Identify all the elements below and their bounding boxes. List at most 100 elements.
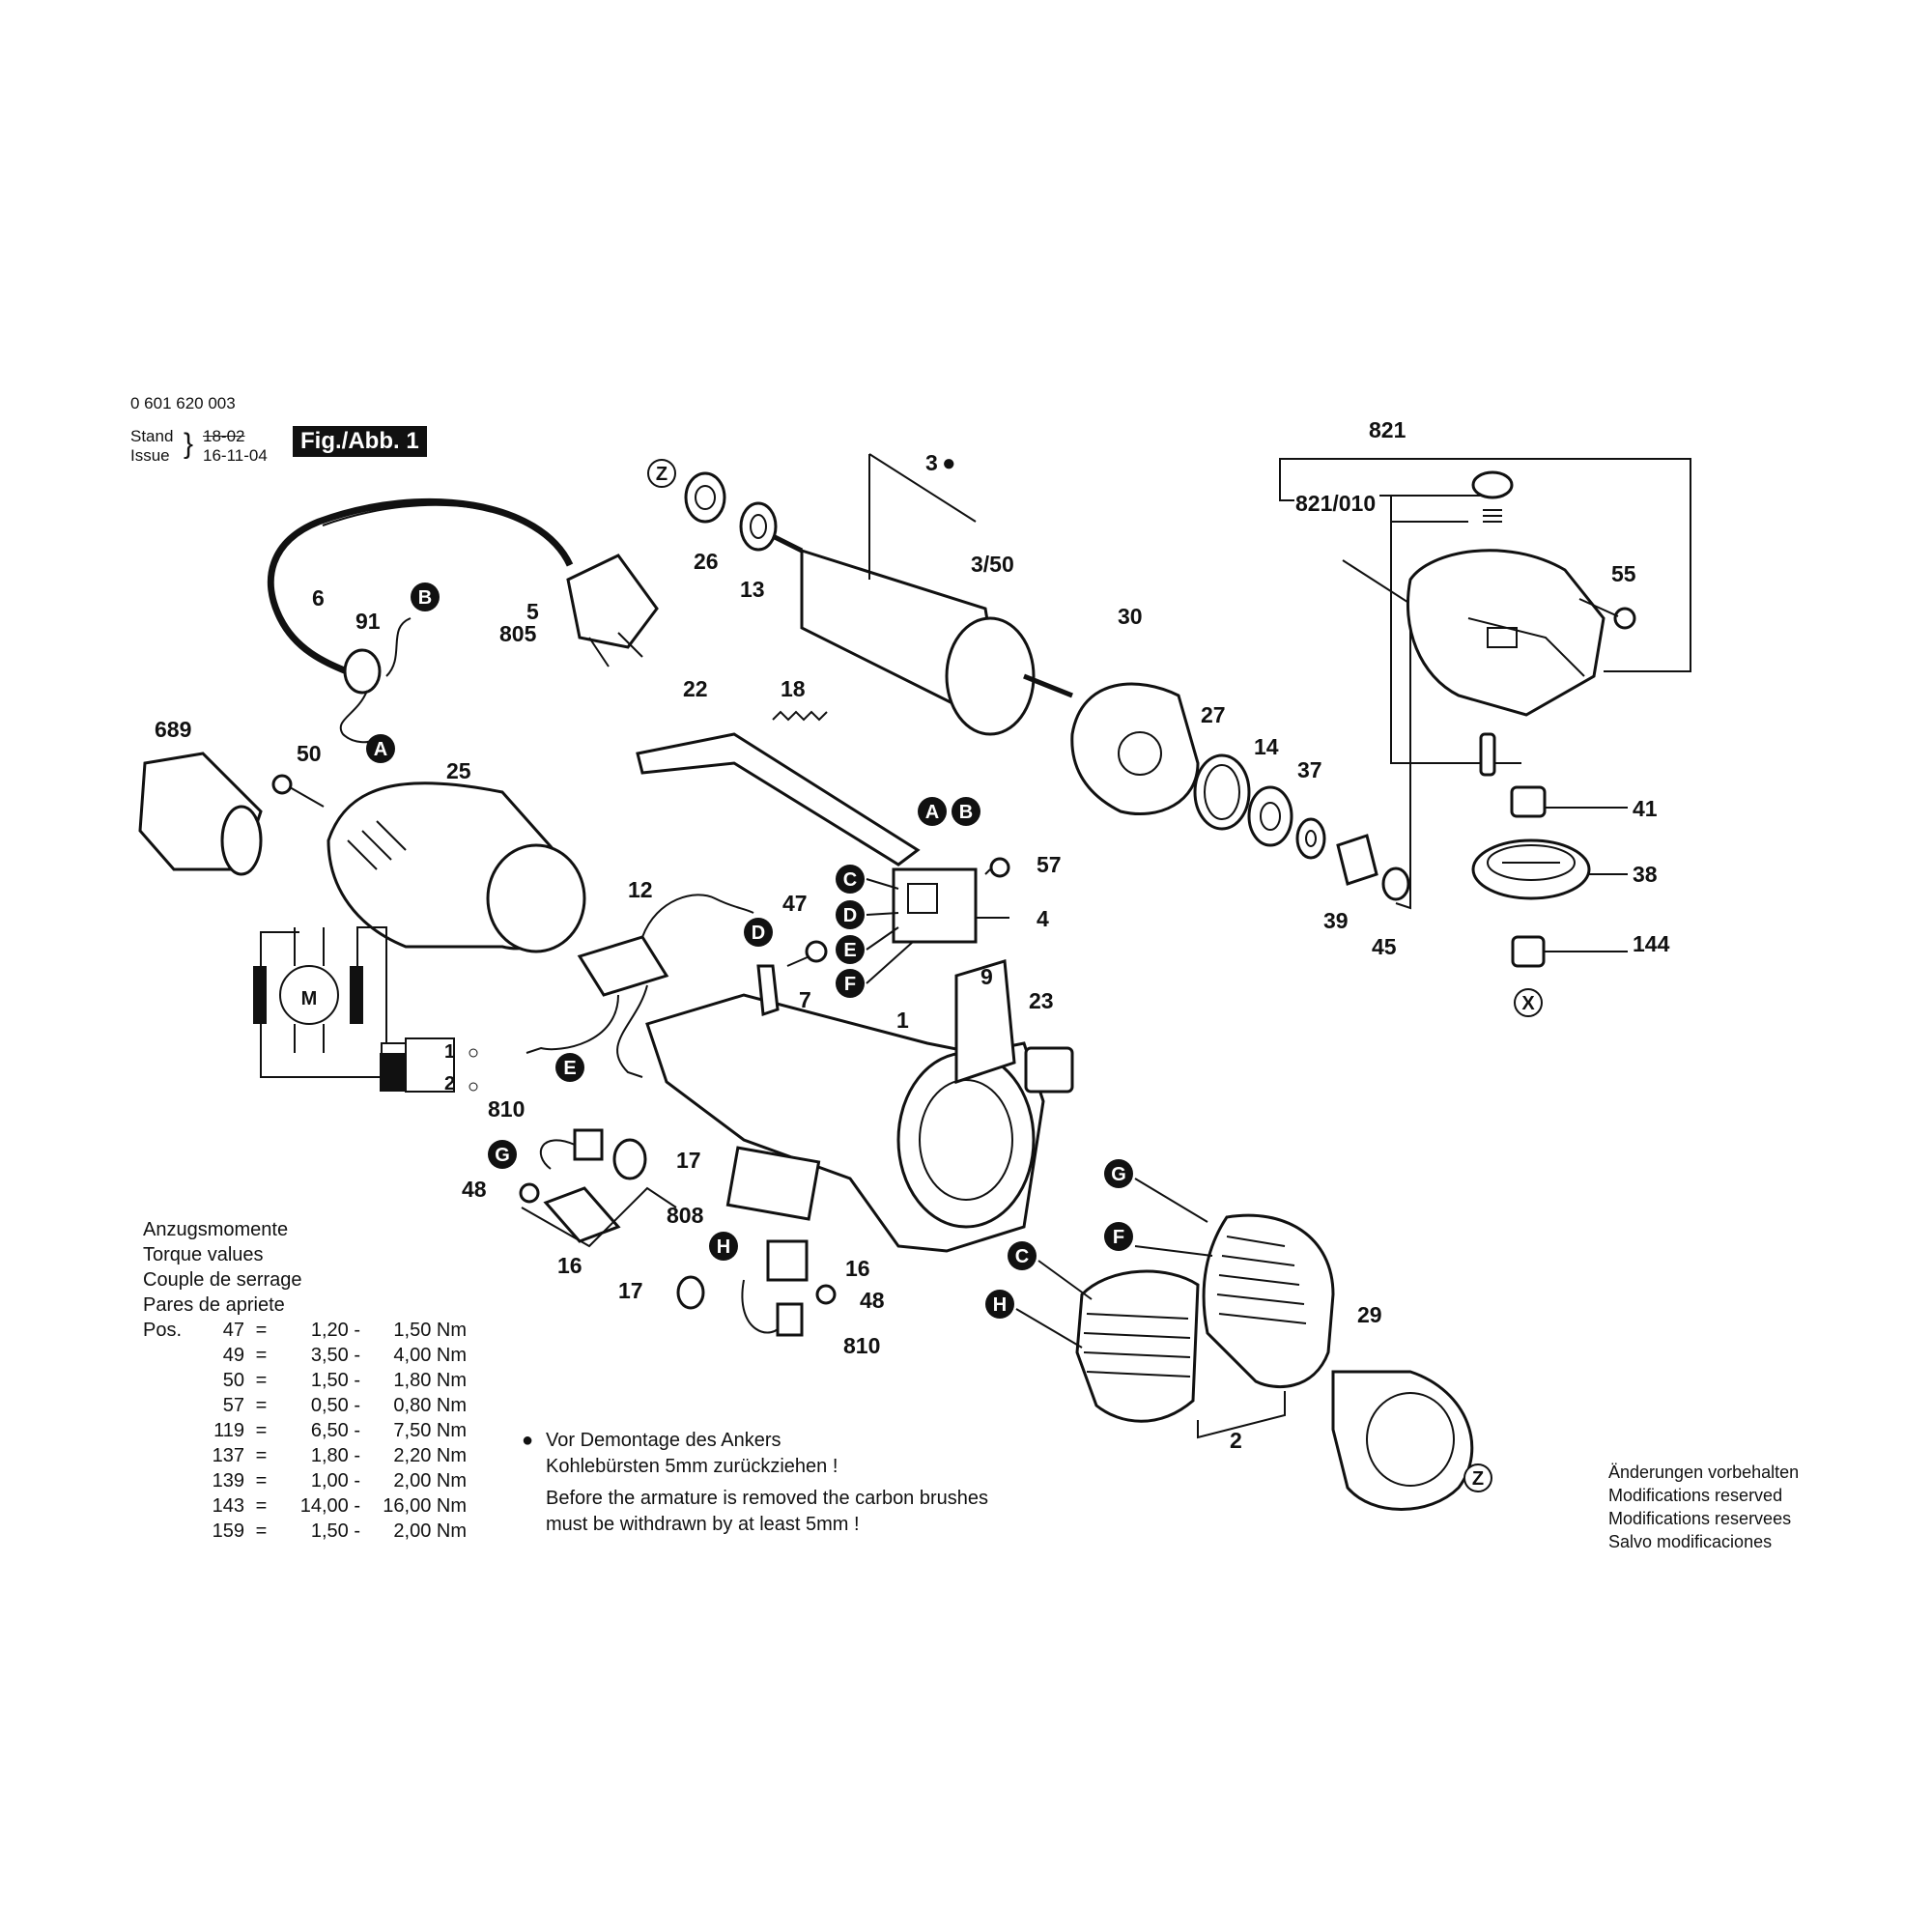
stand-value: 18-02	[203, 427, 245, 445]
connector-F-right: F	[1104, 1222, 1133, 1251]
brush-holder-16-center	[766, 1239, 809, 1282]
svg-text:M: M	[301, 988, 318, 1009]
pin-vertical	[1479, 732, 1496, 777]
cover-9	[954, 959, 1016, 1085]
torque-min: 6,50 -	[310, 1420, 360, 1441]
note-de-line2: Kohlebürsten 5mm zurückziehen !	[546, 1456, 838, 1477]
callout-810-left: 810	[488, 1096, 526, 1122]
plug-icon	[566, 554, 659, 668]
torque-pos-label	[143, 1343, 201, 1368]
torque-eq: =	[255, 1520, 268, 1542]
spring-small	[1483, 509, 1502, 523]
svg-text:E: E	[563, 1058, 576, 1079]
svg-text:H: H	[993, 1294, 1007, 1316]
svg-text:1: 1	[444, 1041, 455, 1063]
torque-row: 137=1,80 -2,20 Nm	[143, 1443, 467, 1468]
callout-38: 38	[1633, 862, 1658, 887]
fan-baffle-29	[1331, 1370, 1474, 1511]
torque-row: 119=6,50 -7,50 Nm	[143, 1418, 467, 1443]
torque-title-es: Pares de apriete	[143, 1294, 285, 1316]
fan-30	[1070, 682, 1200, 816]
part-number: 0 601 620 003	[130, 394, 236, 412]
svg-text:B: B	[959, 802, 973, 823]
torque-pos-label	[143, 1493, 201, 1519]
torque-pos-label	[143, 1468, 201, 1493]
bracket-7	[756, 964, 780, 1017]
svg-text:2: 2	[444, 1073, 455, 1094]
connector-B-top: B	[411, 582, 440, 611]
carbon-brush-810-center	[776, 1302, 804, 1337]
dust-boot-689	[138, 752, 263, 876]
torque-max: 7,50 Nm	[393, 1420, 467, 1441]
switch-button-23	[1024, 1046, 1074, 1094]
note-bullet-icon: ●	[522, 1430, 534, 1451]
washer-37	[1295, 817, 1326, 860]
callout-91: 91	[355, 609, 381, 634]
switch-4	[892, 867, 978, 944]
armature-note: ● Vor Demontage des Ankers Kohlebürsten …	[522, 1428, 988, 1538]
field-coil-bottom	[1075, 1269, 1200, 1423]
callout-17-center: 17	[618, 1278, 643, 1303]
torque-row: 49=3,50 -4,00 Nm	[143, 1343, 467, 1368]
callout-821-010: 821/010	[1295, 491, 1377, 516]
reserved-fr: Modifications reservees	[1608, 1509, 1792, 1528]
bushing-144	[1511, 935, 1546, 968]
connector-H-right: H	[985, 1290, 1014, 1319]
callout-17-left: 17	[676, 1148, 701, 1173]
callout-13: 13	[740, 577, 765, 602]
svg-text:A: A	[925, 802, 939, 823]
torque-title-fr: Couple de serrage	[143, 1269, 302, 1291]
callout-48-left: 48	[462, 1177, 487, 1202]
torque-title-en: Torque values	[143, 1244, 264, 1265]
spring-18	[772, 710, 828, 722]
connector-A-right: A	[918, 797, 947, 826]
capacitor-12	[577, 935, 669, 997]
connector-Z-top: Z	[647, 459, 676, 488]
callout-12: 12	[628, 877, 653, 902]
spring-17-center	[676, 1275, 705, 1310]
torque-pos: 50	[222, 1370, 244, 1391]
callout-9: 9	[980, 964, 993, 989]
field-coil-top	[1202, 1213, 1335, 1388]
connector-E-cap: E	[555, 1053, 584, 1082]
motor-circuit-symbol: M 1 2	[253, 926, 478, 1094]
bullet-icon: ●	[942, 450, 956, 476]
torque-pos: 47	[222, 1320, 244, 1341]
callout-144: 144	[1633, 931, 1670, 956]
callout-48-center: 48	[860, 1288, 885, 1313]
svg-text:F: F	[844, 974, 856, 995]
torque-min: 0,50 -	[310, 1395, 360, 1416]
callout-27: 27	[1201, 702, 1226, 727]
torque-min: 1,00 -	[310, 1470, 360, 1492]
svg-text:C: C	[1015, 1246, 1029, 1267]
motor-housing-25	[327, 781, 586, 953]
callout-41: 41	[1633, 796, 1658, 821]
callout-821: 821	[1369, 417, 1406, 442]
torque-max: 1,50 Nm	[393, 1320, 467, 1341]
callout-7: 7	[799, 987, 811, 1012]
modifications-reserved: Änderungen vorbehalten Modifications res…	[1608, 1461, 1799, 1553]
stand-label: Stand	[130, 427, 174, 445]
callout-50: 50	[297, 741, 322, 766]
insulation-808	[725, 1146, 821, 1221]
callout-805: 805	[499, 621, 537, 646]
torque-pos-label: Pos.	[143, 1320, 183, 1341]
bearing-26	[684, 471, 726, 524]
nut-45	[1381, 867, 1410, 901]
svg-text:A: A	[374, 739, 387, 760]
bevel-gear-38	[1471, 838, 1591, 900]
torque-pos: 137	[212, 1445, 244, 1466]
svg-text:G: G	[1111, 1164, 1126, 1185]
callout-47: 47	[782, 891, 808, 916]
connector-D-cap: D	[744, 918, 773, 947]
callout-3: 3	[925, 450, 938, 475]
connector-A-left: A	[366, 734, 395, 763]
callout-30: 30	[1118, 604, 1143, 629]
callout-6: 6	[312, 585, 325, 611]
torque-min: 1,50 -	[310, 1520, 360, 1542]
reserved-es: Salvo modificaciones	[1608, 1532, 1773, 1551]
torque-min: 1,80 -	[310, 1445, 360, 1466]
callout-16-center: 16	[845, 1256, 870, 1281]
svg-text:D: D	[752, 923, 765, 944]
